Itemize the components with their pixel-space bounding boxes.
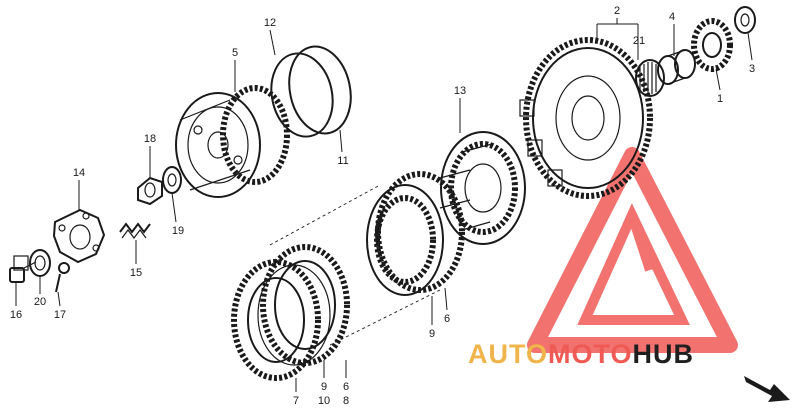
pressure-plate-part-13	[439, 131, 526, 245]
disc-part-8	[260, 244, 350, 366]
callout-6-lower: 6	[343, 381, 349, 393]
callout-6-upper: 6	[444, 313, 450, 325]
callout-5: 5	[232, 47, 238, 59]
plate-part-9-upper	[366, 184, 444, 296]
clutch-outer-part-2	[519, 37, 653, 199]
callout-11: 11	[337, 155, 348, 167]
callout-labels: 16 20 17 14 15 18 19 5 12 11 13 2 21 4 1…	[10, 5, 755, 407]
callout-2: 2	[614, 5, 620, 17]
callout-9-upper: 9	[429, 328, 435, 340]
lifter-plate-part-14	[52, 208, 106, 264]
callout-10: 10	[318, 395, 330, 407]
needle-bearing-part-21	[635, 59, 665, 97]
callout-14: 14	[73, 167, 85, 179]
callout-19: 19	[172, 225, 184, 237]
callout-3: 3	[749, 63, 755, 75]
front-direction-arrow-icon: FR.	[744, 375, 790, 402]
ring-part-11	[288, 45, 352, 135]
callout-15: 15	[130, 267, 142, 279]
disc-part-6-upper	[375, 171, 465, 293]
washer-part-19	[162, 166, 182, 194]
callout-21: 21	[633, 35, 645, 47]
assembly-guide-lines	[269, 184, 441, 346]
callout-18: 18	[144, 133, 156, 145]
spring-part-15	[119, 222, 151, 239]
washer-part-3	[734, 6, 756, 34]
drive-gear-part-1	[691, 18, 733, 72]
ring-part-12	[270, 52, 334, 138]
callout-16: 16	[10, 309, 22, 321]
callout-1: 1	[717, 93, 723, 105]
nut-part-18	[137, 176, 163, 206]
callout-13: 13	[454, 85, 466, 97]
clutch-center-part-5	[175, 85, 290, 198]
callout-12: 12	[264, 17, 276, 29]
watermark-logo	[527, 147, 738, 353]
leader-lines	[15, 18, 753, 392]
bolt-part-17	[55, 262, 70, 293]
callout-20: 20	[34, 296, 46, 308]
callout-7: 7	[293, 395, 299, 407]
callout-8: 8	[343, 395, 349, 407]
callout-9-lower: 9	[321, 381, 327, 393]
sleeve-part-4	[657, 49, 696, 85]
callout-4: 4	[669, 11, 675, 23]
watermark-text: AUTOMOTOHUB	[468, 339, 694, 369]
callout-17: 17	[54, 309, 66, 321]
